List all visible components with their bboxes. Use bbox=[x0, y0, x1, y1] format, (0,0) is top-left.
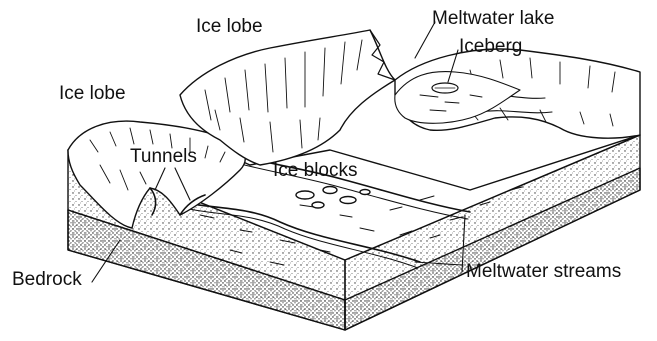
label-ice-lobe-upper: Ice lobe bbox=[196, 17, 263, 36]
label-ice-lobe-left: Ice lobe bbox=[59, 84, 126, 103]
iceberg bbox=[432, 83, 458, 93]
label-meltwater-streams: Meltwater streams bbox=[466, 262, 621, 281]
label-tunnels: Tunnels bbox=[130, 147, 197, 166]
label-bedrock: Bedrock bbox=[12, 270, 82, 289]
label-iceberg: Iceberg bbox=[459, 37, 522, 56]
label-meltwater-lake: Meltwater lake bbox=[432, 9, 555, 28]
label-ice-blocks: Ice blocks bbox=[273, 161, 357, 180]
